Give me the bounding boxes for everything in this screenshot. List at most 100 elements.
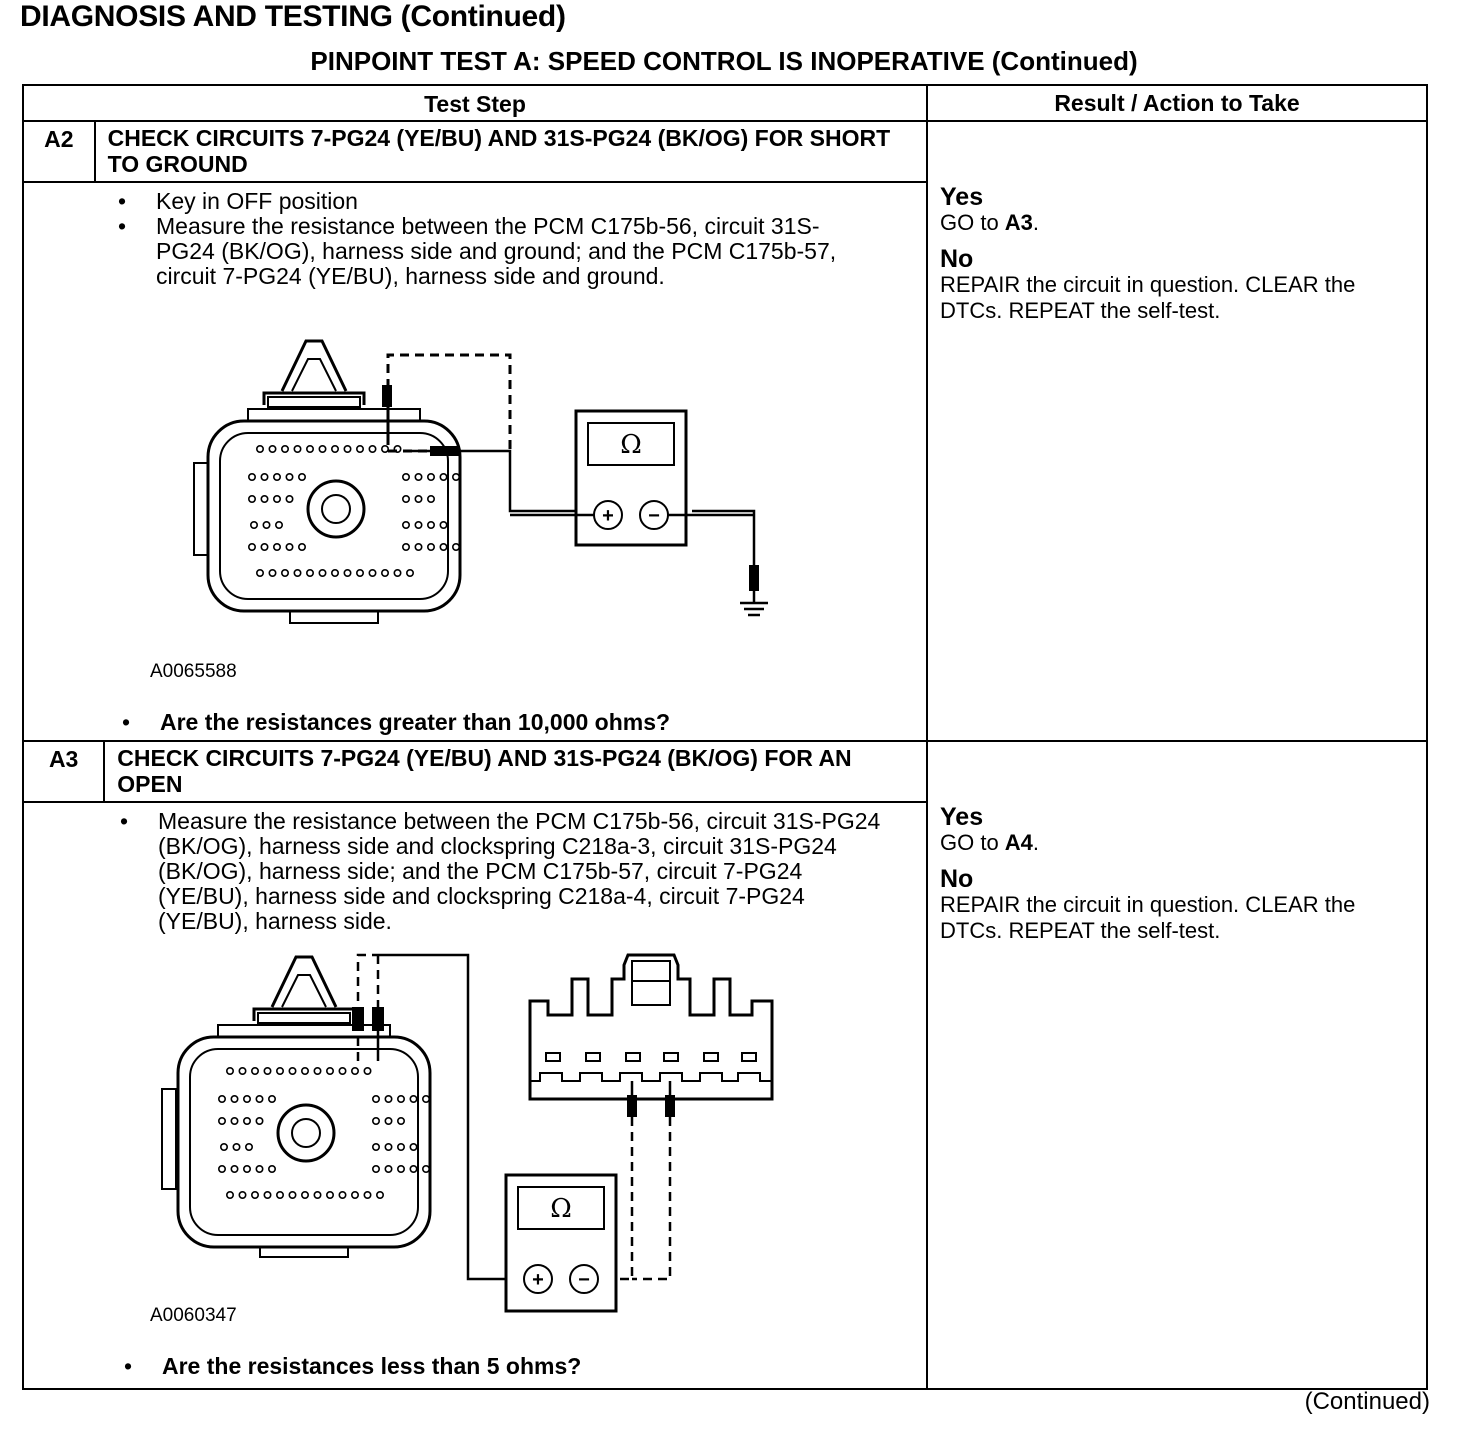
header-result-action: Result / Action to Take (1054, 90, 1300, 116)
result-no-label: No (940, 865, 974, 893)
pin (313, 1191, 322, 1200)
step-a3-body: Measure the resistance between the PCM C… (24, 803, 926, 1385)
connector-pins (218, 1067, 430, 1200)
pin (268, 569, 277, 578)
pin (226, 1067, 235, 1076)
page-heading: DIAGNOSIS AND TESTING (Continued) (20, 0, 566, 33)
pin (218, 1117, 227, 1126)
pin (301, 1191, 310, 1200)
pin (256, 569, 265, 578)
result-yes-label: Yes (940, 803, 984, 831)
pin (243, 1165, 252, 1174)
step-id: A2 (24, 122, 96, 181)
test-step-a3: A3 CHECK CIRCUITS 7-PG24 (YE/BU) AND 31S… (24, 742, 1426, 1388)
pin (368, 445, 377, 454)
table-header: Test Step Result / Action to Take (24, 86, 1426, 122)
pin (238, 1067, 247, 1076)
pcm-connector-diagram: Ω + − (193, 339, 768, 624)
pin (384, 1117, 393, 1126)
pin (402, 543, 411, 552)
pin (414, 543, 423, 552)
pin (243, 1117, 252, 1126)
pin (414, 473, 423, 482)
pin (409, 1095, 418, 1104)
pin (318, 569, 327, 578)
pin (255, 1117, 264, 1126)
pin (230, 1095, 239, 1104)
pin (376, 1191, 385, 1200)
pin (262, 521, 271, 530)
pin (372, 1143, 381, 1152)
pin (421, 1095, 430, 1104)
pin (260, 473, 269, 482)
minus-terminal: − (578, 1269, 590, 1291)
pin (318, 445, 327, 454)
pin (397, 1117, 406, 1126)
pin (421, 1165, 430, 1174)
result-yes-action: GO to A4. (940, 830, 1040, 855)
step-a2-title-row: A2 CHECK CIRCUITS 7-PG24 (YE/BU) AND 31S… (24, 122, 926, 183)
pin (260, 495, 269, 504)
step-a3-instructions: A3 CHECK CIRCUITS 7-PG24 (YE/BU) AND 31S… (24, 742, 928, 1388)
pin (338, 1067, 347, 1076)
pin (218, 1165, 227, 1174)
pin (409, 1165, 418, 1174)
pin (381, 445, 390, 454)
pin (273, 543, 282, 552)
result-yes-label: Yes (940, 183, 984, 211)
pin (263, 1067, 272, 1076)
pin (226, 1191, 235, 1200)
plus-terminal: + (532, 1269, 544, 1291)
pin (260, 543, 269, 552)
pin (363, 1191, 372, 1200)
pin (251, 1067, 260, 1076)
pin (248, 543, 257, 552)
pin (356, 445, 365, 454)
pin (268, 445, 277, 454)
pin (268, 1095, 277, 1104)
pin (298, 473, 307, 482)
pin (232, 1143, 241, 1152)
pin (343, 569, 352, 578)
figure-code: A0060347 (150, 1305, 237, 1326)
result-no-action: REPAIR the circuit in question. CLEAR th… (940, 892, 1356, 943)
pin (256, 445, 265, 454)
pin (251, 1191, 260, 1200)
pin (414, 521, 423, 530)
pin (230, 1165, 239, 1174)
pin (313, 1067, 322, 1076)
ohm-symbol: Ω (550, 1194, 572, 1224)
pin (343, 445, 352, 454)
pin (275, 521, 284, 530)
pin (351, 1191, 360, 1200)
pin (402, 495, 411, 504)
pinpoint-test-table: Test Step Result / Action to Take A2 CHE… (22, 84, 1428, 1390)
pin (326, 1191, 335, 1200)
pin (273, 473, 282, 482)
step-a2-items: Key in OFF position Measure the resistan… (24, 183, 926, 289)
pin (276, 1067, 285, 1076)
pin (276, 1191, 285, 1200)
pin (306, 569, 315, 578)
pin (426, 543, 435, 552)
pin (243, 1095, 252, 1104)
pin (426, 495, 435, 504)
pin (331, 569, 340, 578)
pin (288, 1191, 297, 1200)
result-no-label: No (940, 245, 974, 273)
pin (220, 1143, 229, 1152)
pin (326, 1067, 335, 1076)
step-id: A3 (24, 742, 106, 801)
pin (393, 445, 402, 454)
pin (393, 569, 402, 578)
pin (426, 473, 435, 482)
pin (351, 1067, 360, 1076)
connector-pins (248, 445, 460, 578)
pin (285, 495, 294, 504)
result-yes-action: GO to A3. (940, 210, 1040, 235)
goto-step-link[interactable]: A3 (1004, 210, 1033, 235)
pinpoint-test-title: PINPOINT TEST A: SPEED CONTROL IS INOPER… (310, 46, 1138, 76)
pin (439, 543, 448, 552)
clockspring-pins (530, 1052, 772, 1082)
goto-step-link[interactable]: A4 (1004, 830, 1033, 855)
